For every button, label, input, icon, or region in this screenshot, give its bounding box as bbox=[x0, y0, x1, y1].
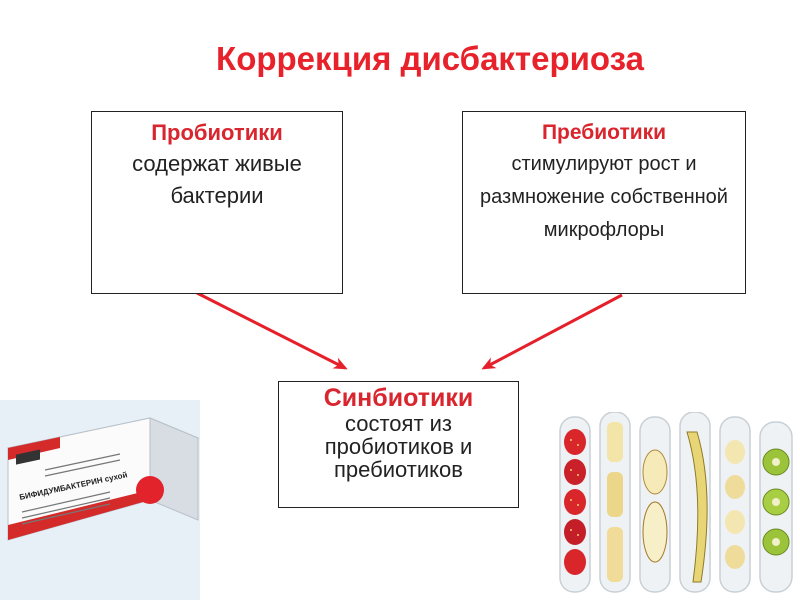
arrow-prebiotics-to-synbiotics bbox=[481, 293, 623, 370]
probiotics-heading: Пробиотики bbox=[151, 120, 283, 145]
prebiotics-description: стимулируют рост и размножение собственн… bbox=[480, 153, 728, 241]
synbiotics-description: состоят из пробиотиков и пребиотиков bbox=[324, 411, 473, 482]
probiotics-box: Пробиотики содержат живые бактерии bbox=[91, 111, 343, 294]
prebiotics-box: Пребиотики стимулируют рост и размножени… bbox=[462, 111, 746, 294]
arrow-probiotics-to-synbiotics bbox=[196, 291, 348, 370]
test-tubes-image bbox=[555, 412, 800, 600]
prebiotics-heading: Пребиотики bbox=[541, 121, 667, 144]
synbiotics-heading: Синбиотики bbox=[323, 384, 474, 412]
page-title: Коррекция дисбактериоза bbox=[216, 40, 644, 77]
medicine-package-image: БИФИДУМБАКТЕРИН сухой bbox=[0, 400, 200, 600]
synbiotics-box: Синбиотики состоят из пробиотиков и преб… bbox=[278, 381, 519, 508]
probiotics-description: содержат живые бактерии bbox=[132, 151, 302, 208]
